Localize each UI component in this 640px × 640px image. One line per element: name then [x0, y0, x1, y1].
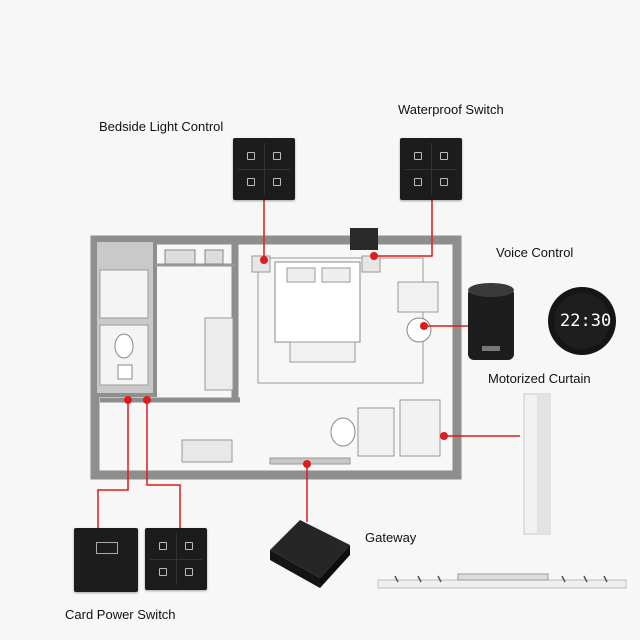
wire-nodes — [124, 252, 448, 468]
clock-time: 22:30 — [560, 311, 612, 331]
tv-cabinet — [399, 399, 441, 457]
label-gateway: Gateway — [365, 530, 417, 545]
vanity — [204, 249, 224, 265]
armchair — [330, 417, 356, 447]
label-waterproof-switch: Waterproof Switch — [398, 102, 504, 117]
sink — [164, 249, 196, 265]
wire-card-switch — [146, 400, 181, 528]
label-card-power-switch: Card Power Switch — [65, 607, 176, 622]
pillow-left — [286, 267, 316, 283]
round-table — [406, 317, 432, 343]
closet — [99, 269, 149, 319]
ceiling-unit — [350, 228, 378, 250]
toilet — [114, 333, 134, 359]
gateway-device — [270, 520, 350, 588]
card-area-switch-panel — [145, 528, 207, 590]
bench — [289, 341, 356, 363]
wardrobe — [204, 317, 234, 391]
smart-speaker — [468, 283, 514, 360]
waterproof-switch-panel — [400, 138, 462, 200]
curtain-track — [377, 573, 627, 589]
label-voice-control: Voice Control — [496, 245, 574, 260]
desk — [397, 281, 439, 313]
card-power-switch-panel — [74, 528, 138, 592]
shower-tray — [117, 364, 133, 380]
wire-waterproof — [374, 198, 433, 257]
label-motorized-curtain: Motorized Curtain — [488, 371, 591, 386]
clock-device — [548, 287, 616, 355]
bedside-light-switch — [233, 138, 295, 200]
sofa-cabinet — [357, 407, 395, 457]
wires — [97, 198, 520, 528]
label-bedside-light-control: Bedside Light Control — [99, 119, 224, 134]
wire-card — [97, 400, 129, 528]
pillow-right — [321, 267, 351, 283]
curtain-motor — [523, 393, 551, 535]
entry-cabinet — [181, 439, 233, 463]
card-slot-icon — [96, 542, 118, 554]
